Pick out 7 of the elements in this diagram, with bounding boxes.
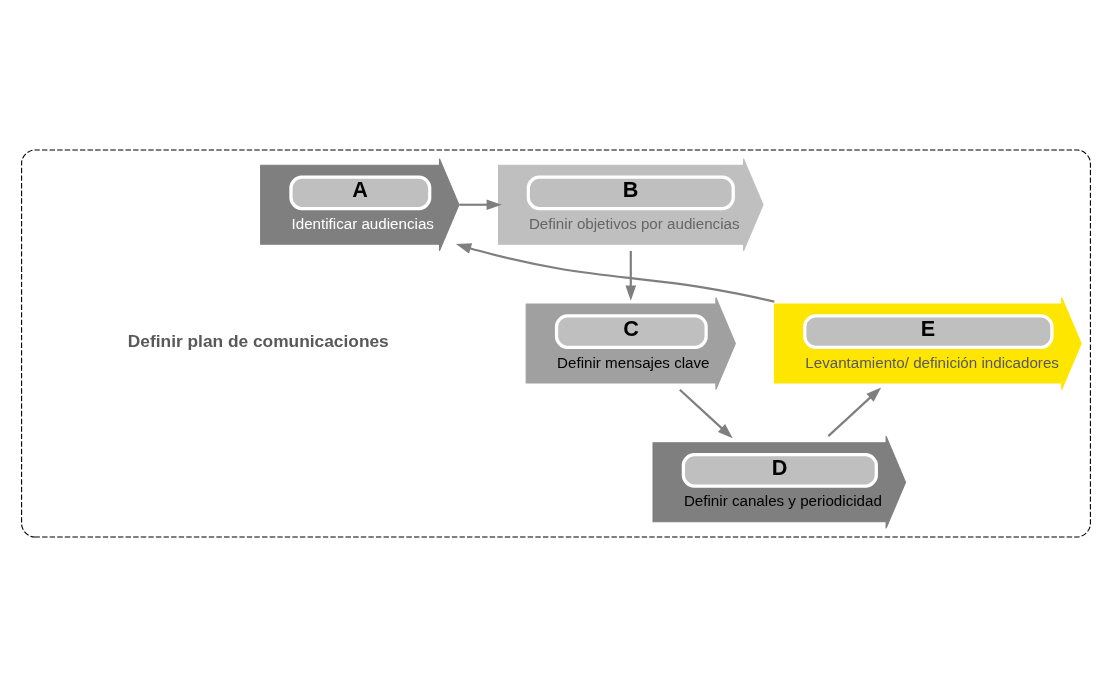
arrow <box>679 388 733 438</box>
cluster <box>21 148 1091 538</box>
arrow <box>456 242 775 303</box>
node-text: Definir plan de comunicaciones <box>127 330 389 351</box>
arrow <box>827 386 882 437</box>
arrow <box>625 250 637 301</box>
arrow <box>459 198 502 210</box>
